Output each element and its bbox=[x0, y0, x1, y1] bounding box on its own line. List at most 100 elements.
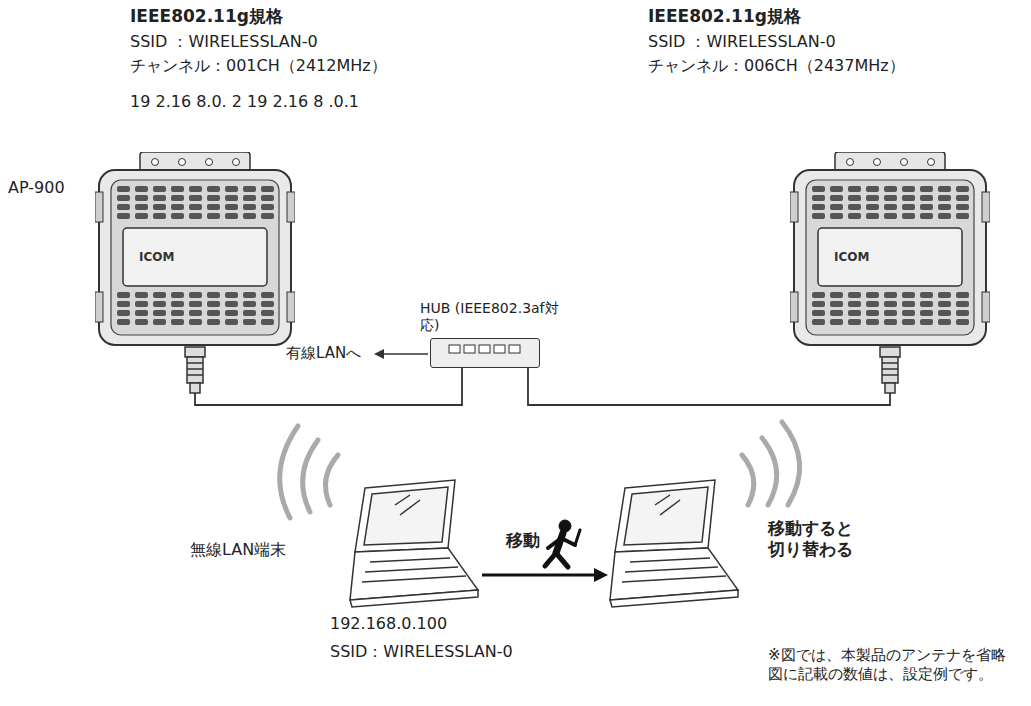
bracket-hole bbox=[206, 159, 213, 166]
cooling-fin bbox=[243, 292, 256, 298]
cooling-fin bbox=[261, 319, 274, 325]
housing-body bbox=[794, 170, 986, 345]
text-label: IEEE802.11g規格 bbox=[130, 6, 283, 27]
cooling-fin bbox=[261, 310, 274, 316]
text-label: SSID ：WIRELESSLAN-0 bbox=[130, 32, 318, 52]
text-label: 有線LANへ bbox=[286, 344, 361, 363]
cooling-fin bbox=[938, 310, 951, 316]
text-label: 無線LAN端末 bbox=[190, 540, 286, 560]
laptop-right bbox=[610, 480, 738, 607]
text-label: 移動 bbox=[506, 530, 540, 551]
cooling-fin bbox=[171, 213, 184, 219]
cooling-fin bbox=[956, 292, 969, 298]
cooling-fin bbox=[884, 195, 897, 201]
cooling-fin bbox=[153, 195, 166, 201]
cooling-fin bbox=[225, 310, 238, 316]
lan-cable bbox=[528, 347, 890, 405]
move-arrow bbox=[482, 568, 608, 582]
side-screw bbox=[287, 192, 295, 222]
cooling-fin bbox=[117, 195, 130, 201]
cooling-fin bbox=[243, 204, 256, 210]
wired-lan-arrow bbox=[374, 349, 428, 359]
bracket-hole bbox=[874, 159, 881, 166]
cooling-fin bbox=[938, 301, 951, 307]
cooling-fin bbox=[207, 301, 220, 307]
bracket-hole bbox=[233, 159, 240, 166]
cooling-fin bbox=[938, 292, 951, 298]
cooling-fin bbox=[171, 310, 184, 316]
cooling-fin bbox=[830, 292, 843, 298]
cooling-fin bbox=[243, 186, 256, 192]
cooling-fin bbox=[866, 319, 879, 325]
bracket-hole bbox=[928, 159, 935, 166]
cooling-fin bbox=[135, 310, 148, 316]
cooling-fin bbox=[135, 186, 148, 192]
cooling-fin bbox=[902, 301, 915, 307]
hub-body bbox=[430, 338, 540, 368]
cooling-fin bbox=[920, 292, 933, 298]
access-point: ICOM bbox=[790, 152, 990, 347]
cooling-fin bbox=[812, 195, 825, 201]
cooling-fin bbox=[866, 213, 879, 219]
side-screw bbox=[790, 292, 798, 322]
cooling-fin bbox=[243, 310, 256, 316]
cooling-fin bbox=[812, 301, 825, 307]
cooling-fin bbox=[171, 301, 184, 307]
cooling-fin bbox=[920, 319, 933, 325]
cooling-fin bbox=[117, 292, 130, 298]
cooling-fin bbox=[902, 195, 915, 201]
cooling-fin bbox=[884, 301, 897, 307]
cooling-fin bbox=[920, 204, 933, 210]
cooling-fin bbox=[884, 310, 897, 316]
cooling-fin bbox=[243, 213, 256, 219]
cooling-fin bbox=[261, 301, 274, 307]
cooling-fin bbox=[938, 195, 951, 201]
cooling-fin bbox=[261, 292, 274, 298]
cooling-fin bbox=[848, 204, 861, 210]
cooling-fin bbox=[812, 292, 825, 298]
cooling-fin bbox=[207, 186, 220, 192]
cooling-fin bbox=[830, 186, 843, 192]
cooling-fin bbox=[848, 319, 861, 325]
cooling-fin bbox=[848, 292, 861, 298]
front-panel bbox=[818, 228, 962, 286]
access-point-housing bbox=[95, 152, 295, 347]
cooling-fin bbox=[225, 204, 238, 210]
text-label: ※図では、本製品のアンテナを省略 図に記載の数値は、設定例です。 bbox=[768, 646, 1018, 684]
cooling-fin bbox=[225, 292, 238, 298]
cooling-fin bbox=[189, 213, 202, 219]
cooling-fin bbox=[153, 310, 166, 316]
text-label: チャンネル：001CH（2412MHz） bbox=[130, 56, 387, 76]
cooling-fin bbox=[243, 301, 256, 307]
cooling-fin bbox=[117, 310, 130, 316]
cooling-fin bbox=[261, 213, 274, 219]
cooling-fin bbox=[171, 319, 184, 325]
hub-label: HUB (IEEE802.3af対応) bbox=[420, 300, 570, 334]
cooling-fin bbox=[884, 204, 897, 210]
cooling-fin bbox=[920, 186, 933, 192]
cooling-fin bbox=[812, 310, 825, 316]
cooling-fin bbox=[866, 186, 879, 192]
radio-waves bbox=[280, 422, 800, 518]
cooling-fin bbox=[135, 319, 148, 325]
text-label: SSID：WIRELESSLAN-0 bbox=[330, 642, 513, 662]
cooling-fin bbox=[135, 213, 148, 219]
hub-port bbox=[464, 345, 475, 353]
cooling-fin bbox=[117, 186, 130, 192]
cooling-fin bbox=[902, 213, 915, 219]
cooling-fin bbox=[956, 195, 969, 201]
hub-port bbox=[449, 345, 460, 353]
cooling-fin bbox=[207, 310, 220, 316]
cooling-fin bbox=[117, 213, 130, 219]
cooling-fin bbox=[153, 186, 166, 192]
bracket-hole bbox=[847, 159, 854, 166]
cooling-fin bbox=[207, 213, 220, 219]
access-point: ICOM bbox=[95, 152, 295, 347]
cooling-fin bbox=[830, 204, 843, 210]
cooling-fin bbox=[902, 204, 915, 210]
cooling-fin bbox=[225, 319, 238, 325]
text-label: 19 2.16 8.0. 2 19 2.16 8 .0.1 bbox=[130, 92, 359, 112]
cooling-fin bbox=[189, 204, 202, 210]
text-label: 192.168.0.100 bbox=[330, 614, 447, 634]
cooling-fin bbox=[189, 310, 202, 316]
